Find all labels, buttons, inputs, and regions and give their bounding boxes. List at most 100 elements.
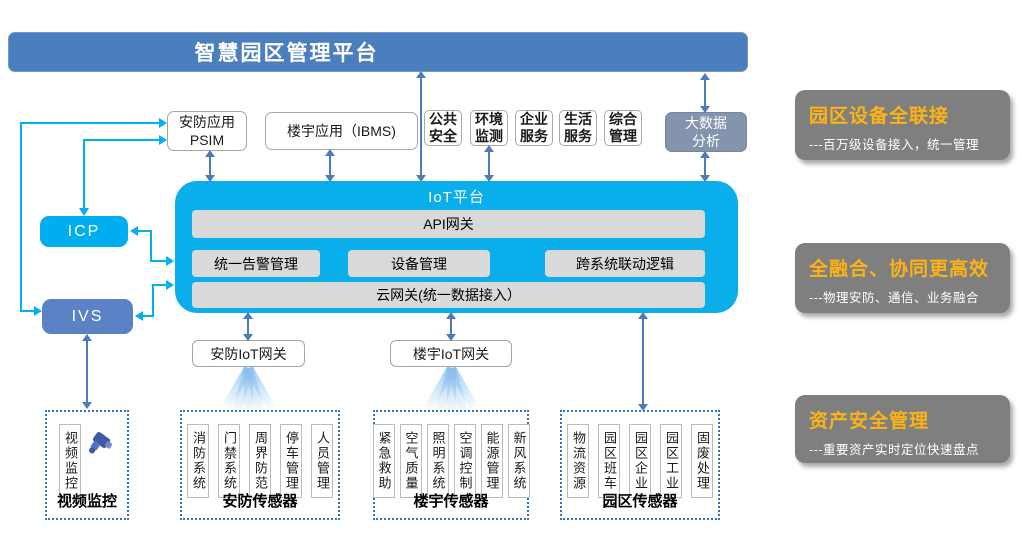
connector-ibms-iot	[325, 149, 335, 182]
connector-psim-iot	[205, 150, 215, 182]
app-psim: 安防应用 PSIM	[167, 111, 247, 151]
app-chip-public-safety: 公共安全	[424, 110, 462, 146]
gateway-label: 楼宇IoT网关	[412, 345, 490, 362]
sensor-chip: 视频监控	[59, 424, 81, 498]
app-chip-enterprise: 企业服务	[515, 110, 553, 146]
sensor-chip-label: 能源管理	[484, 431, 500, 491]
sensor-chip: 照明系统	[426, 424, 449, 498]
connector-bigdata-iot	[700, 151, 710, 182]
sensor-chip-label: 空气质量	[403, 431, 419, 491]
benefit-desc: ---物理安防、通信、业务融合	[809, 291, 979, 305]
bigdata-analysis-node: 大数据分析	[665, 112, 747, 152]
sensor-chip-label: 停车管理	[284, 431, 299, 491]
sensor-chip: 园区企业	[629, 424, 651, 498]
platform-banner: 智慧园区管理平台	[8, 32, 748, 72]
benefit-title: 资产安全管理	[809, 411, 930, 432]
sensor-chip-label: 空调控制	[457, 431, 473, 491]
sensor-chip: 能源管理	[480, 424, 503, 498]
benefit-panel-asset: 资产安全管理 ---重要资产实时定位快速盘点	[795, 395, 1010, 463]
app-chip-label: 环境监测	[475, 111, 503, 144]
sensor-group-park: 物流资源 园区班车 园区企业 园区工业 固废处理 园区传感器	[560, 410, 720, 520]
sensor-group-security: 消防系统 门禁系统 周界防范 停车管理 人员管理 安防传感器	[180, 410, 340, 520]
benefit-desc: ---百万级设备接入，统一管理	[809, 138, 979, 152]
sensor-chip: 园区工业	[660, 424, 682, 498]
benefit-panel-connect: 园区设备全联接 ---百万级设备接入，统一管理	[795, 90, 1010, 160]
connector-iot-park-sensors	[638, 312, 648, 411]
icp-node: ICP	[40, 216, 128, 247]
sensor-chip-label: 园区班车	[602, 431, 617, 491]
app-chip-env-monitor: 环境监测	[470, 110, 508, 146]
sensor-chip-label: 园区企业	[633, 431, 648, 491]
sensor-chip-label: 周界防范	[253, 431, 268, 491]
api-gateway-label: API网关	[423, 216, 474, 232]
camera-icon	[89, 431, 113, 454]
sensor-chip: 消防系统	[187, 424, 209, 498]
sensor-group-label: 园区传感器	[602, 493, 678, 510]
module-label: 统一告警管理	[214, 255, 298, 272]
app-psim-line2: PSIM	[189, 132, 225, 148]
gateway-building-iot: 楼宇IoT网关	[390, 340, 512, 367]
sensor-chip-label: 照明系统	[430, 431, 446, 491]
sensor-chip: 停车管理	[280, 424, 302, 498]
iot-platform-title: IoT平台	[428, 189, 485, 206]
sensor-chip: 新风系统	[507, 424, 530, 498]
connector-banner-iot	[416, 71, 426, 182]
sensor-chip: 门禁系统	[218, 424, 240, 498]
benefit-desc: ---重要资产实时定位快速盘点	[809, 443, 979, 457]
module-label: 设备管理	[391, 255, 447, 272]
sensor-group-label: 安防传感器	[222, 493, 298, 510]
sensor-group-video: 视频监控 视频监控	[45, 410, 129, 520]
module-device-mgmt: 设备管理	[348, 250, 490, 277]
module-cross-system-logic: 跨系统联动逻辑	[545, 250, 705, 277]
sensor-chip-label: 园区工业	[664, 431, 679, 491]
sensor-chip-label: 固废处理	[695, 431, 710, 491]
app-chip-label: 企业服务	[520, 111, 548, 144]
sensor-chip: 周界防范	[249, 424, 271, 498]
sensor-chip-label: 视频监控	[63, 431, 78, 491]
app-ibms-label: 楼宇应用（IBMS)	[287, 123, 396, 139]
app-chip-living: 生活服务	[559, 110, 597, 146]
ivs-label: IVS	[71, 307, 104, 325]
sensor-chip: 紧急救助	[372, 424, 395, 498]
module-label: 跨系统联动逻辑	[576, 255, 674, 272]
sensor-chip: 固废处理	[691, 424, 713, 498]
sensor-chip-label: 物流资源	[571, 431, 586, 491]
sensor-chip: 空气质量	[399, 424, 422, 498]
connector-iot-building-gw	[446, 312, 456, 341]
ivs-node: IVS	[42, 299, 133, 334]
benefit-title: 全融合、协同更高效	[809, 259, 990, 280]
api-gateway-bar: API网关	[192, 210, 705, 238]
connector-iot-security-gw	[243, 312, 253, 341]
app-ibms: 楼宇应用（IBMS)	[265, 112, 418, 150]
icp-label: ICP	[67, 222, 101, 240]
module-alarm-mgmt: 统一告警管理	[192, 250, 320, 277]
sensor-group-label: 视频监控	[56, 493, 117, 510]
sensor-chip: 人员管理	[311, 424, 333, 498]
sensor-chip-label: 紧急救助	[376, 431, 392, 491]
cloud-gateway-label: 云网关(统一数据接入）	[376, 287, 521, 303]
sensor-group-building: 紧急救助 空气质量 照明系统 空调控制 能源管理 新风系统 楼宇传感器	[372, 410, 530, 520]
connector-banner-bigdata	[700, 73, 710, 113]
sensor-chip-label: 新风系统	[511, 431, 527, 491]
sensor-chip: 空调控制	[453, 424, 476, 498]
sensor-chip-label: 人员管理	[315, 431, 330, 491]
benefit-title: 园区设备全联接	[809, 106, 950, 127]
connector-ivs-video	[82, 334, 92, 409]
gateway-label: 安防IoT网关	[210, 345, 287, 362]
cloud-gateway-bar: 云网关(统一数据接入）	[192, 282, 705, 308]
bigdata-label: 大数据分析	[685, 115, 727, 149]
app-chip-general-mgmt: 综合管理	[604, 110, 642, 146]
connector-env-iot	[484, 145, 494, 182]
app-psim-line1: 安防应用	[179, 114, 235, 130]
app-chip-label: 生活服务	[564, 111, 592, 144]
sensor-chip: 物流资源	[567, 424, 589, 498]
platform-title: 智慧园区管理平台	[194, 42, 379, 65]
gateway-security-iot: 安防IoT网关	[192, 340, 305, 367]
sensor-group-label: 楼宇传感器	[413, 493, 489, 510]
sensor-chip: 园区班车	[598, 424, 620, 498]
app-chip-label: 综合管理	[609, 111, 637, 144]
app-chip-label: 公共安全	[429, 111, 457, 144]
sensor-chip-label: 门禁系统	[222, 431, 237, 491]
sensor-chip-label: 消防系统	[191, 431, 206, 491]
